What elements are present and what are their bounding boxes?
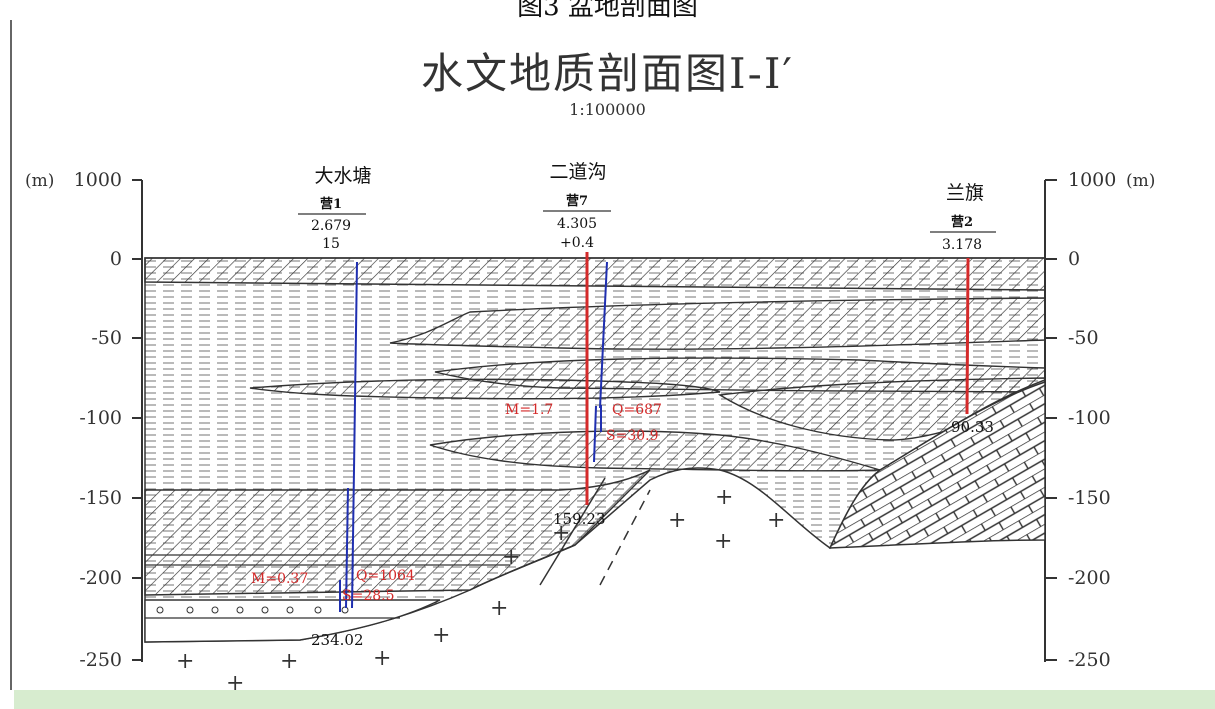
- well-7-place: 二道沟: [549, 161, 606, 183]
- right-tick-minus-100: -100: [1068, 407, 1111, 429]
- well-1-m: M=0.37: [251, 571, 308, 587]
- right-tick-minus-50: -50: [1068, 327, 1099, 349]
- well-1-place: 大水塘: [314, 165, 371, 187]
- svg-text:+: +: [373, 646, 391, 671]
- left-tick-0: 0: [110, 248, 122, 270]
- left-tick-1000: 1000: [74, 169, 122, 191]
- svg-text:+: +: [715, 485, 733, 510]
- right-depth-axis: 1000 (m) 0 -50 -100 -150 -200 -250: [1044, 169, 1155, 671]
- left-depth-axis: (m) 1000 0 -50 -100 -150 -200 -250: [25, 169, 143, 671]
- well-7-s: S=30.9: [606, 428, 659, 444]
- right-tick-minus-200: -200: [1068, 567, 1111, 589]
- svg-text:+: +: [714, 529, 732, 554]
- well-2-name: 营2: [951, 214, 973, 230]
- right-tick-1000: 1000: [1068, 169, 1116, 191]
- well-1-s: S=28.5: [342, 588, 395, 604]
- well-2: 兰旗 营2 3.178 90.33: [930, 182, 996, 436]
- well-2-place: 兰旗: [946, 182, 984, 204]
- well-7-m: M=1.7: [505, 402, 553, 418]
- left-tick-minus-250: -250: [79, 649, 122, 671]
- granite-symbols: + + + + + + + + + + + +: [176, 485, 785, 696]
- well-7-depth: 159.23: [553, 510, 606, 528]
- well-2-value1: 3.178: [942, 237, 982, 253]
- svg-text:+: +: [490, 596, 508, 621]
- svg-text:+: +: [502, 545, 520, 570]
- svg-text:+: +: [226, 671, 244, 696]
- svg-text:+: +: [668, 508, 686, 533]
- svg-text:+: +: [176, 649, 194, 674]
- well-7: 二道沟 营7 4.305 +0.4 M=1.7 Q=687 S=30.9 159…: [505, 161, 662, 528]
- left-tick-minus-200: -200: [79, 567, 122, 589]
- right-tick-minus-250: -250: [1068, 649, 1111, 671]
- well-7-value1: 4.305: [557, 216, 597, 232]
- right-tick-minus-150: -150: [1068, 487, 1111, 509]
- well-1-value1: 2.679: [311, 218, 351, 234]
- right-unit-label: (m): [1126, 171, 1155, 191]
- well-7-q: Q=687: [612, 402, 662, 418]
- right-tick-0: 0: [1068, 248, 1080, 270]
- well-7-name: 营7: [566, 193, 588, 209]
- well-1-value2: 15: [322, 236, 340, 252]
- left-border-line: [10, 20, 12, 690]
- left-unit-label: (m): [25, 171, 54, 191]
- bottom-highlight-bar: [14, 690, 1215, 709]
- svg-text:+: +: [767, 508, 785, 533]
- svg-text:+: +: [280, 649, 298, 674]
- section-title: 水文地质剖面图Ⅰ-Ⅰ′: [421, 49, 794, 98]
- figure-caption-fragment: 图3 盆地剖面图: [517, 0, 698, 22]
- left-tick-minus-100: -100: [79, 407, 122, 429]
- svg-text:+: +: [432, 623, 450, 648]
- well-1-q: Q=1064: [356, 568, 415, 584]
- well-1: 大水塘 营1 2.679 15 M=0.37 Q=1064 S=28.5 234…: [251, 165, 415, 649]
- svg-text:+: +: [552, 521, 570, 546]
- well-7-value2: +0.4: [560, 235, 594, 251]
- well-1-name: 营1: [320, 196, 342, 212]
- left-tick-minus-150: -150: [79, 487, 122, 509]
- well-2-depth: 90.33: [951, 418, 994, 436]
- well-1-depth: 234.02: [311, 631, 364, 649]
- left-tick-minus-50: -50: [91, 327, 122, 349]
- scale-label: 1:100000: [569, 100, 646, 119]
